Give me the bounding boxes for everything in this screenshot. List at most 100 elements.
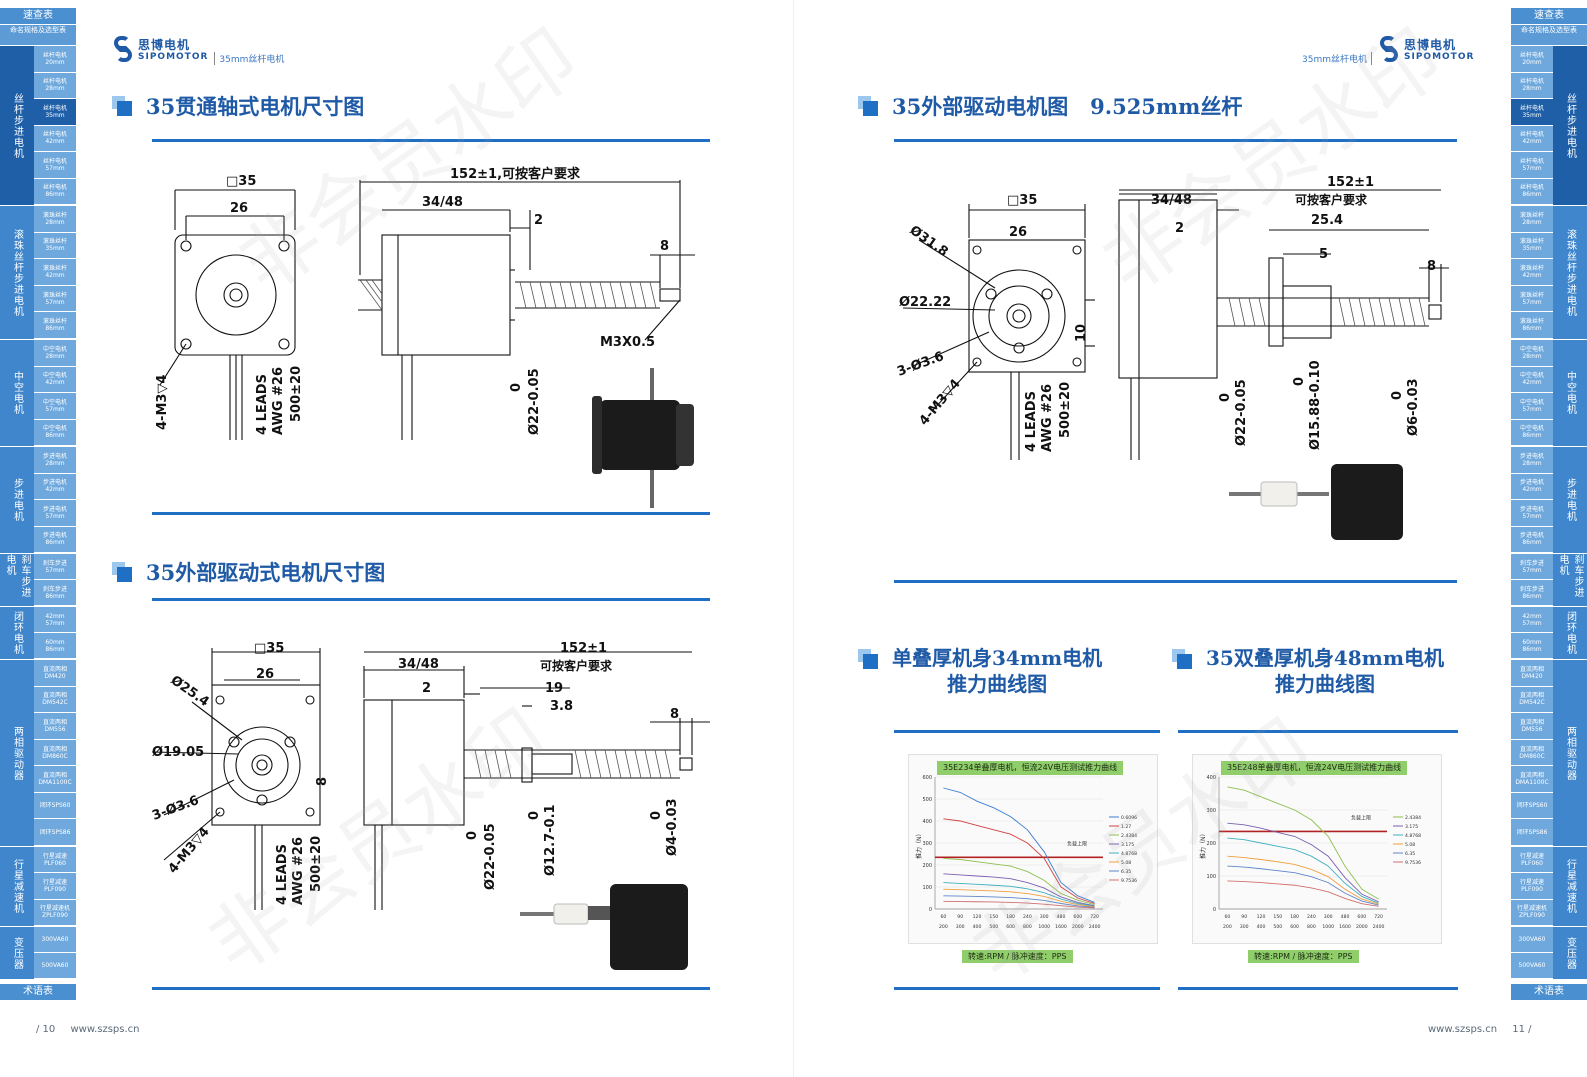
sidebar-item[interactable]: 闭环SPS60 <box>1511 792 1553 820</box>
sidebar-item[interactable]: 中空电机57mm <box>34 393 76 420</box>
website-link[interactable]: www.szsps.cn <box>70 1024 140 1035</box>
sidebar-item[interactable]: 行星减速PLF060 <box>1511 847 1553 874</box>
sidebar-item[interactable]: 刹车步进86mm <box>1511 580 1553 606</box>
sidebar-group-label[interactable]: 中空电机 <box>0 340 34 446</box>
tab-quick-reference[interactable]: 速查表 <box>1511 8 1587 24</box>
tab-naming-spec[interactable]: 命名规格及选型表 <box>0 25 76 45</box>
sidebar-item[interactable]: 行星减速PLF060 <box>34 847 76 874</box>
sidebar-item[interactable]: 滚珠丝杆35mm <box>34 232 76 260</box>
sidebar-item[interactable]: 直流两相DMA1100C <box>1511 766 1553 793</box>
sidebar-group-label[interactable]: 滚珠丝杆步进电机 <box>0 206 34 339</box>
sidebar-item[interactable]: 直流两相DM542C <box>1511 686 1553 714</box>
sidebar-item[interactable]: 滚珠丝杆86mm <box>1511 312 1553 339</box>
sidebar-item[interactable]: 直流两相DM420 <box>34 660 76 687</box>
sidebar-group-label[interactable]: 闭环电机 <box>0 607 34 659</box>
tab-quick-reference[interactable]: 速查表 <box>0 8 76 24</box>
sidebar-group-label[interactable]: 丝杆步进电机 <box>1553 46 1587 205</box>
sidebar-group-label[interactable]: 滚珠丝杆步进电机 <box>1553 206 1587 339</box>
sidebar-group-label[interactable]: 闭环电机 <box>1553 607 1587 659</box>
sidebar-group-label[interactable]: 两相驱动器 <box>0 660 34 846</box>
sidebar-item[interactable]: 直流两相DM542C <box>34 686 76 714</box>
sidebar-item[interactable]: 闭环SPS60 <box>34 792 76 820</box>
sidebar-item[interactable]: 刹车步进57mm <box>1511 554 1553 580</box>
sidebar-item[interactable]: 滚珠丝杆42mm <box>1511 259 1553 286</box>
sidebar-item[interactable]: 行星减速机ZPLF090 <box>1511 899 1553 926</box>
sidebar-item[interactable]: 步进电机57mm <box>1511 500 1553 527</box>
sidebar-item[interactable]: 行星减速机ZPLF090 <box>34 899 76 926</box>
sidebar-group-label[interactable]: 步进电机 <box>0 447 34 553</box>
sidebar-item[interactable]: 步进电机57mm <box>34 500 76 527</box>
sidebar-group-label[interactable]: 变压器 <box>0 927 34 979</box>
sidebar-group-label[interactable]: 行星减速机 <box>0 847 34 926</box>
sidebar-item[interactable]: 丝杆电机57mm <box>34 152 76 179</box>
sidebar-item[interactable]: 丝杆电机86mm <box>1511 178 1553 205</box>
sidebar-item[interactable]: 直流两相DM860C <box>1511 739 1553 767</box>
sidebar-item[interactable]: 滚珠丝杆35mm <box>1511 232 1553 260</box>
sidebar-item[interactable]: 步进电机28mm <box>34 447 76 474</box>
sidebar-item[interactable]: 步进电机86mm <box>34 526 76 553</box>
sidebar-item[interactable]: 滚珠丝杆57mm <box>34 285 76 313</box>
sidebar-item[interactable]: 步进电机28mm <box>1511 447 1553 474</box>
sidebar-group-label[interactable]: 变压器 <box>1553 927 1587 979</box>
sidebar-item[interactable]: 中空电机86mm <box>34 419 76 446</box>
sidebar-item[interactable]: 中空电机42mm <box>34 366 76 393</box>
sidebar-item[interactable]: 滚珠丝杆42mm <box>34 259 76 286</box>
sidebar-item[interactable]: 中空电机28mm <box>1511 340 1553 367</box>
sidebar-item[interactable]: 中空电机28mm <box>34 340 76 367</box>
sidebar-item[interactable]: 中空电机42mm <box>1511 366 1553 393</box>
sidebar-item[interactable]: 步进电机42mm <box>34 473 76 500</box>
sidebar-item[interactable]: 滚珠丝杆28mm <box>1511 206 1553 233</box>
sidebar-item[interactable]: 中空电机86mm <box>1511 419 1553 446</box>
sidebar-item[interactable]: 闭环SPS86 <box>34 819 76 847</box>
sidebar-item[interactable]: 丝杆电机57mm <box>1511 152 1553 179</box>
sidebar-item[interactable]: 500VA60 <box>1511 953 1553 979</box>
sidebar-item[interactable]: 60mm 86mm <box>1511 633 1553 659</box>
sidebar-group-label[interactable]: 刹车步进电机 <box>1553 554 1587 606</box>
sidebar-item[interactable]: 直流两相DM556 <box>34 713 76 740</box>
sidebar-item[interactable]: 步进电机86mm <box>1511 526 1553 553</box>
tab-naming-spec[interactable]: 命名规格及选型表 <box>1511 25 1587 45</box>
sidebar-item[interactable]: 42mm 57mm <box>1511 607 1553 633</box>
tab-glossary[interactable]: 术语表 <box>0 984 76 1000</box>
sidebar-item[interactable]: 滚珠丝杆86mm <box>34 312 76 339</box>
sidebar-item[interactable]: 丝杆电机42mm <box>1511 125 1553 152</box>
sidebar-item[interactable]: 直流两相DM420 <box>1511 660 1553 687</box>
sidebar-item[interactable]: 300VA60 <box>1511 927 1553 953</box>
sidebar-item[interactable]: 42mm 57mm <box>34 607 76 633</box>
sidebar-item[interactable]: 直流两相DMA1100C <box>34 766 76 793</box>
sidebar-item[interactable]: 300VA60 <box>34 927 76 953</box>
sidebar-item[interactable]: 滚珠丝杆57mm <box>1511 285 1553 313</box>
dim-shaft: Ø22-0.05 <box>483 823 498 890</box>
sidebar-item[interactable]: 丝杆电机86mm <box>34 178 76 205</box>
sidebar-item[interactable]: 丝杆电机35mm <box>34 99 76 126</box>
sidebar-group-label[interactable]: 中空电机 <box>1553 340 1587 446</box>
sidebar-item[interactable]: 丝杆电机28mm <box>1511 72 1553 99</box>
sidebar-item[interactable]: 500VA60 <box>34 953 76 979</box>
tab-glossary[interactable]: 术语表 <box>1511 984 1587 1000</box>
sidebar-item[interactable]: 丝杆电机20mm <box>34 46 76 73</box>
sidebar-item[interactable]: 刹车步进86mm <box>34 580 76 606</box>
sidebar-item[interactable]: 直流两相DM556 <box>1511 713 1553 740</box>
sidebar-group-label[interactable]: 行星减速机 <box>1553 847 1587 926</box>
sidebar-group-label[interactable]: 刹车步进电机 <box>0 554 34 606</box>
website-link[interactable]: www.szsps.cn <box>1428 1024 1498 1035</box>
sidebar-item[interactable]: 中空电机57mm <box>1511 393 1553 420</box>
sidebar-item[interactable]: 滚珠丝杆28mm <box>34 206 76 233</box>
sidebar-group-label[interactable]: 步进电机 <box>1553 447 1587 553</box>
sidebar-item[interactable]: 60mm 86mm <box>34 633 76 659</box>
sidebar-item[interactable]: 行星减速PLF090 <box>34 873 76 900</box>
sidebar-item[interactable]: 丝杆电机28mm <box>34 72 76 99</box>
sidebar-item[interactable]: 丝杆电机42mm <box>34 125 76 152</box>
sidebar-group-label[interactable]: 两相驱动器 <box>1553 660 1587 846</box>
dim-holes: 4-M3▽4 <box>166 824 213 876</box>
sidebar-item[interactable]: 直流两相DM860C <box>34 739 76 767</box>
sidebar-item[interactable]: 丝杆电机20mm <box>1511 46 1553 73</box>
sidebar-item[interactable]: 步进电机42mm <box>1511 473 1553 500</box>
sidebar-group-label[interactable]: 丝杆步进电机 <box>0 46 34 205</box>
sidebar-item[interactable]: 闭环SPS86 <box>1511 819 1553 847</box>
sidebar-item[interactable]: 丝杆电机35mm <box>1511 99 1553 126</box>
sidebar-item[interactable]: 行星减速PLF090 <box>1511 873 1553 900</box>
sidebar-item[interactable]: 刹车步进57mm <box>34 554 76 580</box>
